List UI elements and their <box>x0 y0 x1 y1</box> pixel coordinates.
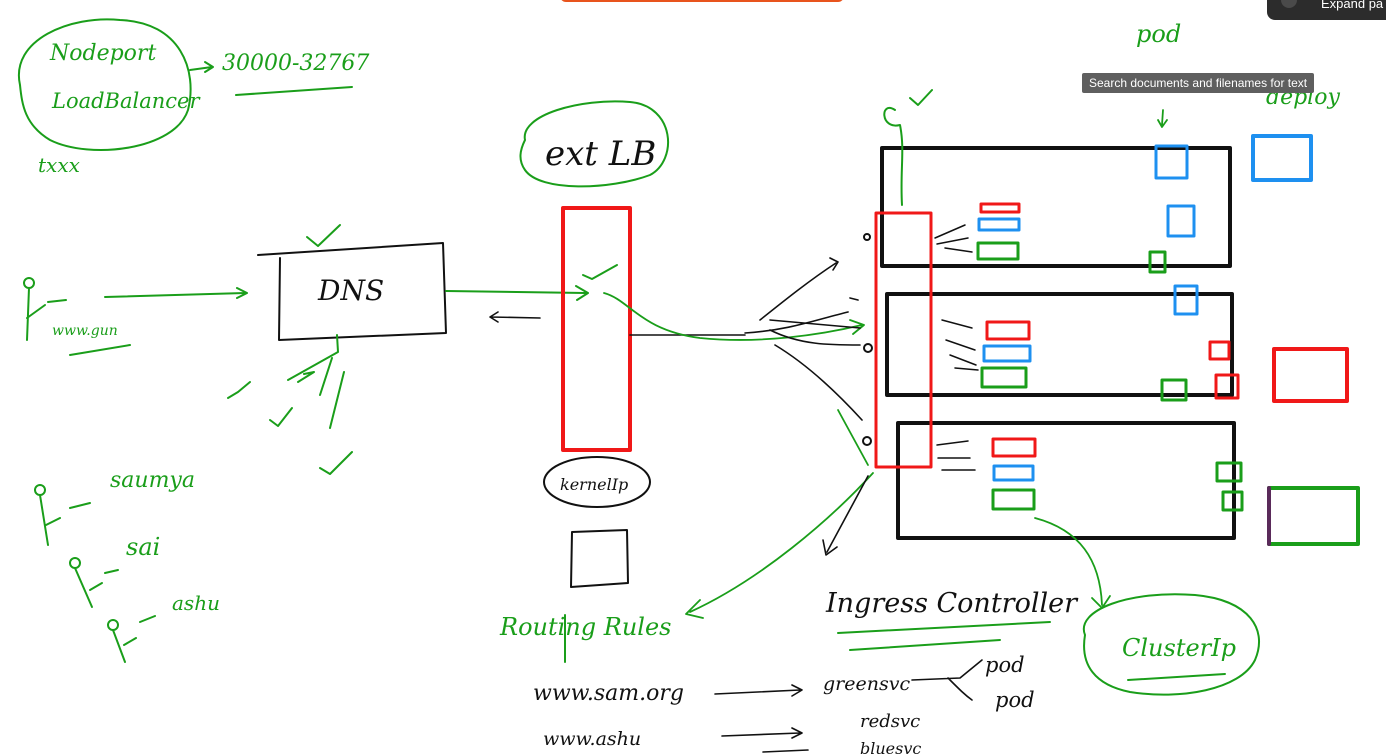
user-saumya-head <box>34 484 46 496</box>
expand-panel-label: Expand pa <box>1321 0 1384 11</box>
ashu-label: ashu <box>172 591 220 615</box>
n1-arrows <box>934 224 973 253</box>
redsvc-label: redsvc <box>860 711 920 732</box>
clusterip-ellipse <box>1082 593 1260 696</box>
nodeport-ellipse <box>17 18 192 151</box>
deploy-red-box <box>1272 347 1349 403</box>
dns-label: DNS <box>317 274 384 307</box>
node-1 <box>880 146 1232 268</box>
n2-blue-pod-b <box>1173 284 1199 316</box>
n2-red-pod-b <box>1208 340 1231 361</box>
n1-blue-pod-b <box>1166 204 1196 238</box>
n2-blue-pod <box>982 344 1032 363</box>
routing-rules-label: Routing Rules <box>499 613 671 641</box>
pod1-label: pod <box>985 653 1025 677</box>
search-tooltip: Search documents and filenames for text <box>1082 73 1315 93</box>
small-box-below <box>570 529 629 588</box>
port-range-label: 30000-32767 <box>222 51 369 76</box>
n2-arrows <box>941 319 979 371</box>
saumya-label: saumya <box>110 468 195 493</box>
ingress-arrow-down <box>822 475 869 556</box>
pod-pointer <box>1157 109 1168 128</box>
dns-branches <box>227 334 353 475</box>
n3-green-pod <box>991 488 1036 511</box>
www-sam-label: www.sam.org <box>533 681 684 706</box>
n3-green-pod-c <box>1221 490 1244 512</box>
arrow-to-port-range <box>189 61 214 73</box>
node-port-dot-3 <box>862 436 872 446</box>
lb-check <box>582 264 618 280</box>
deploy-blue-box <box>1251 134 1313 182</box>
node-3 <box>896 421 1236 540</box>
deploy-green-box <box>1267 486 1360 546</box>
dns-box <box>257 242 447 341</box>
chevron-left-icon <box>1281 0 1297 8</box>
fan-lines <box>759 257 863 421</box>
sai-label: sai <box>126 533 160 561</box>
n3-arrows <box>936 440 976 471</box>
greensvc-to-pods <box>911 659 983 701</box>
node-port-dot-1 <box>863 233 871 241</box>
user-sai-body <box>74 567 119 608</box>
n2-red-pod-c <box>1214 373 1240 400</box>
n3-blue-pod <box>992 464 1035 482</box>
user-saumya-body <box>39 494 91 546</box>
dns-check <box>306 224 341 247</box>
n2-green-pod-b <box>1160 378 1188 402</box>
n3-green-pod-b <box>1215 461 1243 483</box>
loadbalancer-label: LoadBalancer <box>51 89 201 113</box>
green-slash <box>837 409 869 466</box>
bluesvc-label: bluesvc <box>860 739 921 755</box>
ingress-controller-label: Ingress Controller <box>825 588 1079 619</box>
route-arrow-3 <box>762 749 809 753</box>
kernelip-label: kernelIp <box>560 475 628 494</box>
user-sai-head <box>69 557 81 569</box>
user-body <box>26 287 46 341</box>
top-check-g <box>883 89 933 206</box>
user-ashu-head <box>107 619 119 631</box>
n1-green-pod <box>976 241 1020 261</box>
greensvc-label: greensvc <box>823 673 910 695</box>
kernelip-ellipse <box>543 456 651 508</box>
url-label: www.gun <box>52 323 118 339</box>
txxx-label: txxx <box>38 153 80 177</box>
dns-to-lb-arrow <box>445 285 589 301</box>
ingress-arrow-left <box>685 472 874 619</box>
clusterip-label: ClusterIp <box>1122 634 1236 662</box>
route-arrow-1 <box>714 684 803 697</box>
pod-label: pod <box>1136 20 1181 48</box>
top-accent-bar <box>560 0 844 2</box>
www-ashu-label: www.ashu <box>543 728 641 750</box>
n2-green-pod <box>980 366 1028 389</box>
green-route <box>603 292 865 341</box>
ingress-underline <box>837 621 1051 651</box>
port-range-underline <box>235 86 353 96</box>
url-underline <box>69 344 131 356</box>
n1-blue-pod-a <box>1154 144 1189 180</box>
n2-red-pod <box>985 320 1031 341</box>
nodeport-label: Nodeport <box>49 41 156 66</box>
n3-red-pod <box>991 437 1037 458</box>
extlb-ellipse <box>519 100 670 188</box>
extlb-label: ext LB <box>545 134 656 174</box>
ingress-red-rect <box>874 211 933 469</box>
n1-red-pod <box>979 202 1021 214</box>
route-arrow-2 <box>721 727 803 739</box>
return-arrow <box>489 311 541 323</box>
n1-green-pod-b <box>1148 250 1167 274</box>
n1-blue-pod <box>977 217 1021 232</box>
user-ashu-body <box>112 615 156 663</box>
clusterip-underline <box>1127 673 1226 681</box>
expand-panel-button[interactable]: Expand pa <box>1267 0 1386 20</box>
ext-lb-red-rect <box>561 206 632 452</box>
pod2-label: pod <box>995 688 1035 712</box>
url-arrow <box>47 287 248 303</box>
node-2 <box>885 292 1234 397</box>
user-head <box>23 277 35 289</box>
node-port-dot-2 <box>863 343 873 353</box>
